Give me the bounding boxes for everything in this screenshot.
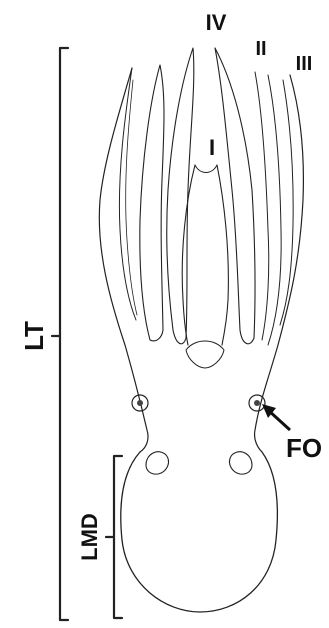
label-fo: FO bbox=[286, 433, 322, 463]
eye-left bbox=[132, 395, 148, 411]
label-arm-iv: IV bbox=[206, 10, 227, 35]
fo-arrow bbox=[262, 404, 290, 430]
label-arm-iii: III bbox=[296, 53, 313, 75]
mantle bbox=[121, 452, 278, 612]
funnel-lobe-left bbox=[146, 452, 169, 474]
lmd-bracket bbox=[106, 456, 122, 618]
octopus-body-outline bbox=[99, 68, 303, 612]
eye-right bbox=[249, 395, 265, 411]
label-arm-i: I bbox=[209, 135, 215, 160]
arm-iv-right bbox=[215, 48, 255, 344]
arm-ii-left bbox=[140, 65, 164, 341]
lt-bracket bbox=[52, 48, 68, 620]
arm-iii-left bbox=[119, 68, 137, 320]
arm-iii-right bbox=[280, 80, 293, 325]
label-lmd: LMD bbox=[77, 513, 102, 561]
arm-ii-right bbox=[255, 72, 281, 345]
funnel-lobe-right bbox=[229, 452, 252, 474]
label-arm-ii: II bbox=[255, 38, 266, 60]
label-lt: LT bbox=[19, 321, 49, 351]
web-membrane bbox=[186, 341, 224, 368]
arm-iv-left bbox=[167, 48, 194, 344]
arm-i bbox=[182, 165, 228, 345]
